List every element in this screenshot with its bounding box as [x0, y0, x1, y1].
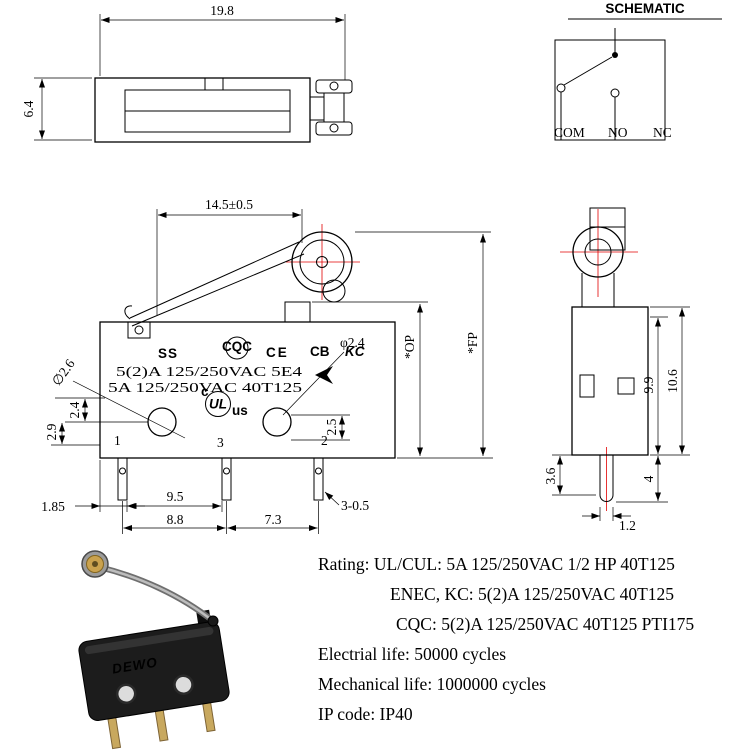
- roller-flange-bottom: [315, 121, 353, 136]
- photo-highlight: [84, 626, 214, 655]
- series-label: SS: [158, 346, 178, 361]
- mechanical-life-line: Mechanical life: 1000000 cycles: [318, 674, 546, 694]
- roller-inner: [584, 238, 612, 266]
- ce-mark: CE: [266, 345, 289, 360]
- pin-2: [313, 457, 324, 501]
- ratings-block: Rating: UL/CUL: 5A 125/250VAC 1/2 HP 40T…: [318, 549, 748, 729]
- electrical-life-line: Electrial life: 50000 cycles: [318, 644, 507, 664]
- roller-hub: [316, 256, 328, 268]
- dim-2-4: 2.4: [67, 401, 82, 418]
- photo-lever: [98, 564, 215, 624]
- switch-outline: [99, 231, 396, 501]
- com-label: COM: [554, 125, 585, 140]
- ip-code-line: IP code: IP40: [318, 704, 413, 724]
- enec-mark-icon: [315, 366, 333, 384]
- body-markings: SS CQC CE CB KC 5(2)A 125/250VAC 5E4 5A …: [108, 336, 365, 450]
- no-label: NO: [608, 125, 628, 140]
- photo-roller-axle: [92, 561, 98, 567]
- ul-us-label: us: [232, 403, 248, 418]
- dim-9-9: 9.9: [641, 376, 656, 393]
- circuit-schematic: SCHEMATIC COM NO NC: [554, 1, 722, 141]
- lever-pivot-block: [127, 321, 151, 339]
- dim-hole-left: ∅2.6: [49, 356, 78, 388]
- ul-label: UL: [209, 397, 227, 412]
- ul-mark-icon: [205, 391, 231, 417]
- dim-op: *OP: [402, 335, 417, 359]
- rating-enec-line: ENEC, KC: 5(2)A 125/250VAC 40T125: [390, 584, 675, 604]
- cqc-label: CQC: [222, 339, 252, 354]
- lever-top-edge: [129, 241, 300, 319]
- photo-hole-right: [173, 674, 194, 695]
- terminal-2-label: 2: [321, 433, 328, 448]
- switch-body-outline: [94, 77, 353, 143]
- lever-bottom-edge: [131, 253, 305, 327]
- dimension-lines: 19.8 6.4: [21, 3, 346, 141]
- plunger-cap: [589, 207, 626, 251]
- dim-6-4: 6.4: [21, 100, 36, 117]
- terminal-pin: [599, 455, 614, 502]
- kc-mark: KC: [345, 344, 365, 359]
- dim-hole-right: φ2.4: [340, 335, 365, 350]
- roller-outer: [291, 231, 353, 293]
- dim-19-8: 19.8: [210, 3, 234, 18]
- roller-outer: [572, 226, 624, 278]
- rating-line-1: 5(2)A 125/250VAC 5E4: [116, 364, 302, 379]
- dim-2-5: 2.5: [324, 418, 339, 435]
- pivot-contact-dot: [612, 52, 618, 58]
- photo-lever-pivot: [207, 615, 219, 627]
- no-terminal: [610, 88, 620, 98]
- dim-9-5: 9.5: [167, 489, 184, 504]
- end-view-drawing: 10.6 9.9 3.6 4 1.2: [543, 207, 690, 533]
- roller-pin: [322, 279, 346, 303]
- dim-1-85: 1.85: [41, 499, 65, 514]
- dimension-lines: 10.6 9.9 3.6 4 1.2: [543, 306, 690, 533]
- roller-shaft: [323, 92, 345, 123]
- switch-arm: [563, 56, 613, 86]
- cb-mark: CB: [310, 344, 330, 359]
- rating-cqc-line: CQC: 5(2)A 125/250VAC 40T125 PTI175: [396, 614, 695, 634]
- photo-pin-1: [107, 717, 122, 750]
- pin-1: [117, 457, 128, 501]
- mounting-hole-right: [262, 407, 292, 437]
- lever-side-view-drawing: 19.8 6.4: [21, 3, 353, 143]
- brand-label: DEWO: [111, 655, 159, 677]
- dim-14-5: 14.5±0.5: [205, 197, 253, 212]
- terminal-1-label: 1: [114, 433, 121, 448]
- plunger-button: [284, 301, 311, 323]
- switch-body: [571, 306, 649, 456]
- photo-pin-3: [202, 702, 216, 733]
- mounting-hole-left: [147, 407, 177, 437]
- front-view-drawing: 14.5±0.5 *OP *FP 2.4 2.9 2.5 φ2.4: [41, 197, 493, 534]
- dim-4: 4: [641, 475, 656, 482]
- switch-outline: [571, 207, 649, 502]
- photo-lever-highlight: [98, 565, 214, 622]
- photo-body-group: DEWO: [78, 609, 230, 750]
- nc-label: NC: [653, 125, 672, 140]
- pin-3: [221, 457, 232, 501]
- dim-1-2: 1.2: [619, 518, 636, 533]
- dim-8-8: 8.8: [167, 512, 184, 527]
- schematic-box: [554, 39, 666, 141]
- dim-10-6: 10.6: [665, 369, 680, 393]
- lever-hook: [124, 305, 133, 320]
- roller-inner: [299, 239, 345, 285]
- centerlines: [286, 224, 360, 300]
- rating-line-2: 5A 125/250VAC 40T125: [108, 380, 302, 395]
- cqc-mark-icon: [225, 336, 249, 360]
- dim-7-3: 7.3: [265, 512, 282, 527]
- photo-pin-2: [154, 709, 169, 742]
- product-photo: DEWO: [78, 550, 230, 750]
- terminal-3-label: 3: [217, 435, 224, 450]
- ul-c-label: c: [201, 384, 209, 399]
- com-terminal: [556, 83, 566, 93]
- photo-hole-left: [115, 683, 137, 705]
- dim-fp: *FP: [465, 332, 480, 354]
- dim-3-6: 3.6: [543, 467, 558, 484]
- dim-pin-width: 3-0.5: [341, 498, 369, 513]
- dim-2-9: 2.9: [44, 423, 59, 440]
- schematic-title: SCHEMATIC: [605, 1, 684, 16]
- switch-body: [99, 321, 396, 459]
- rating-ul-line: Rating: UL/CUL: 5A 125/250VAC 1/2 HP 40T…: [318, 554, 675, 574]
